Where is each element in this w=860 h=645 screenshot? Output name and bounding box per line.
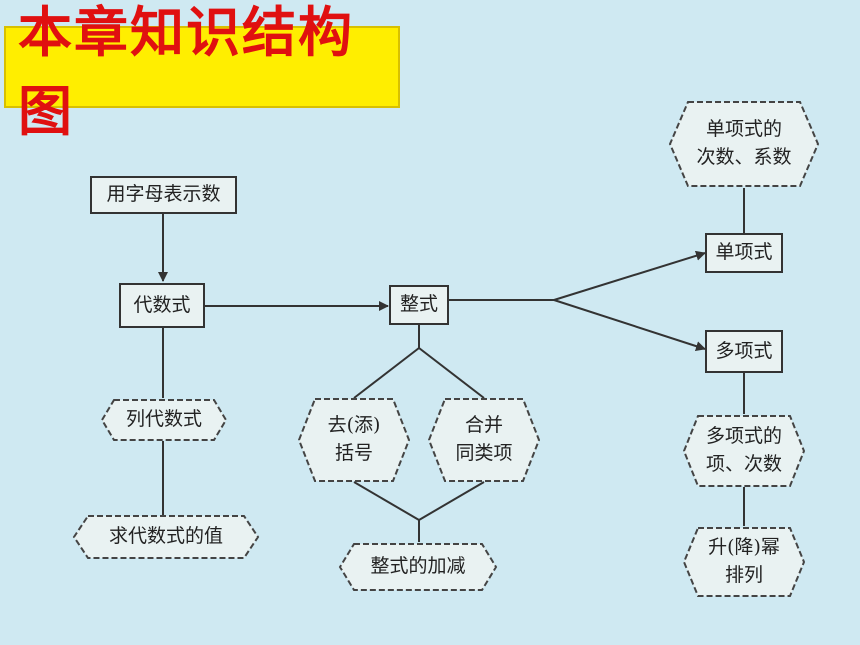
edge-combine-addsub: [418, 481, 485, 521]
edge-split-polynomial: [553, 299, 706, 351]
node-mono-degree: 单项式的 次数、系数: [668, 100, 820, 188]
edge-down-combine: [418, 347, 485, 399]
node-integral: 整式: [389, 285, 449, 325]
node-brackets: 去(添) 括号: [297, 397, 411, 483]
node-poly-terms: 多项式的 项、次数: [682, 414, 806, 488]
edge-split-monomial: [553, 250, 706, 301]
node-letters: 用字母表示数: [90, 176, 237, 214]
edge-down-brackets: [353, 347, 420, 399]
title-banner: 本章知识结构图: [4, 1, 400, 143]
edge-brackets-addsub: [353, 481, 420, 521]
node-add-sub: 整式的加减: [338, 542, 498, 592]
node-combine: 合并 同类项: [427, 397, 541, 483]
node-monomial: 单项式: [705, 233, 783, 273]
node-algebraic: 代数式: [119, 283, 205, 328]
node-polynomial: 多项式: [705, 330, 783, 373]
page-title: 本章知识结构图: [18, 1, 354, 143]
node-write-expr: 列代数式: [100, 398, 228, 442]
node-order: 升(降)幂 排列: [682, 526, 806, 598]
node-eval-expr: 求代数式的值: [72, 514, 260, 560]
